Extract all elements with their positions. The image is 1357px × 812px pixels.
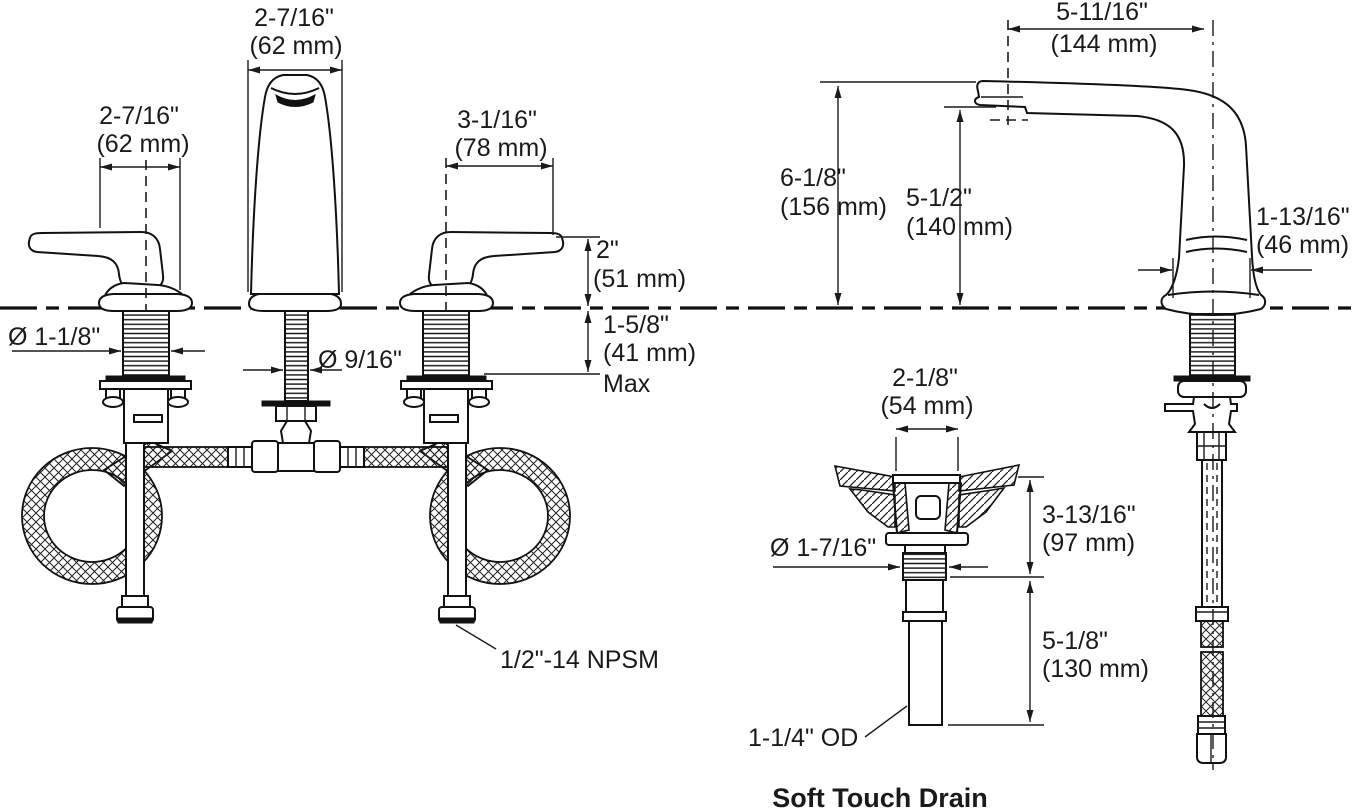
dim-base-width-mm: (46 mm) <box>1256 231 1349 259</box>
dim-base-width-in: 1-13/16" <box>1256 203 1350 231</box>
side-dimensions: 5-11/16" (144 mm) 6-1/8" (156 mm) 5-1/2"… <box>780 0 1350 305</box>
dim-reach-mm: (144 mm) <box>1051 30 1158 58</box>
dim-drain-flange-in: 2-1/8" <box>892 364 958 392</box>
dim-supply-thread: 1/2"-14 NPSM <box>500 646 659 674</box>
right-handle-assembly <box>363 231 571 624</box>
dim-handle-height-mm: (51 mm) <box>593 265 686 293</box>
dim-drain-thread-dia: Ø 1-7/16" <box>770 534 876 562</box>
side-spout-body <box>974 79 1267 317</box>
drain-detail: 2-1/8" (54 mm) Ø 1-7/16" 3-13/16" (97 mm… <box>748 364 1149 812</box>
drain-dimensions: 2-1/8" (54 mm) Ø 1-7/16" 3-13/16" (97 mm… <box>748 364 1149 752</box>
dim-height-mm: (156 mm) <box>780 193 887 221</box>
dim-tailpiece-od: 1-1/4" OD <box>748 724 858 752</box>
side-view: 5-11/16" (144 mm) 6-1/8" (156 mm) 5-1/2"… <box>780 0 1350 770</box>
dim-aerator-height-in: 5-1/2" <box>906 184 972 212</box>
front-dimensions: 2-7/16" (62 mm) 2-7/16" (62 mm) 3-1/16" … <box>8 4 696 674</box>
dim-deck-max-label: Max <box>603 370 651 398</box>
dim-deck-max-mm: (41 mm) <box>603 339 696 367</box>
dim-right-handle-width-mm: (78 mm) <box>454 134 547 162</box>
dim-reach-in: 5-11/16" <box>1056 0 1148 26</box>
side-shank-assembly <box>1164 313 1251 764</box>
front-view: 2-7/16" (62 mm) 2-7/16" (62 mm) 3-1/16" … <box>8 4 696 674</box>
spout-assembly <box>227 74 365 473</box>
dim-spout-width-in: 2-7/16" <box>254 4 334 32</box>
dim-right-handle-width-in: 3-1/16" <box>457 106 537 134</box>
dim-aerator-height-mm: (140 mm) <box>906 213 1013 241</box>
dim-height-in: 6-1/8" <box>780 164 846 192</box>
dim-drain-lower-in: 5-1/8" <box>1042 627 1108 655</box>
dim-left-handle-width-mm: (62 mm) <box>96 130 189 158</box>
left-handle-assembly <box>21 231 229 624</box>
dim-drain-flange-mm: (54 mm) <box>880 392 973 420</box>
dim-drain-lower-mm: (130 mm) <box>1042 655 1149 683</box>
dim-spout-width-mm: (62 mm) <box>249 32 342 60</box>
dim-handle-shank-dia: Ø 1-1/8" <box>8 323 100 351</box>
dim-handle-height-in: 2" <box>596 236 619 264</box>
dim-left-handle-width-in: 2-7/16" <box>99 102 179 130</box>
dim-drain-upper-mm: (97 mm) <box>1042 529 1135 557</box>
drain-caption: Soft Touch Drain <box>772 783 988 812</box>
dim-drain-upper-in: 3-13/16" <box>1042 501 1136 529</box>
dim-deck-max-in: 1-5/8" <box>603 311 669 339</box>
